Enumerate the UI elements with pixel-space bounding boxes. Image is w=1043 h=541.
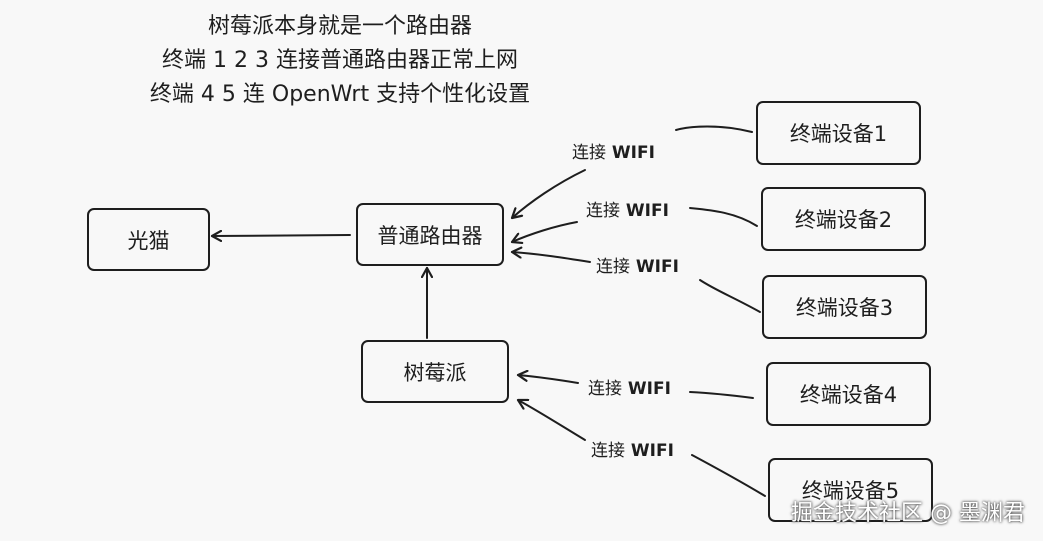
node-terminal-1-label: 终端设备1 xyxy=(789,122,888,146)
edge-t3-to-router-tail xyxy=(512,252,591,263)
description-line-1: 树莓派本身就是一个路由器 xyxy=(207,14,472,39)
edge-label-t2-zh: 连接 xyxy=(586,201,620,221)
watermark: 掘金技术社区 @ 墨渊君 xyxy=(791,501,1025,526)
node-router: 普通路由器 xyxy=(356,203,504,266)
edge-router-to-modem xyxy=(212,235,351,236)
description-line-2: 终端 1 2 3 连接普通路由器正常上网 xyxy=(162,48,518,73)
diagram-description: 树莓派本身就是一个路由器 终端 1 2 3 连接普通路由器正常上网 终端 4 5… xyxy=(100,10,580,112)
node-terminal-5: 终端设备5 xyxy=(768,458,933,522)
edge-label-t4-zh: 连接 xyxy=(588,379,622,399)
edge-label-t3-en: WIFI xyxy=(635,257,679,277)
node-modem-label: 光猫 xyxy=(127,228,170,253)
node-terminal-5-label: 终端设备5 xyxy=(801,479,900,503)
description-line-3: 终端 4 5 连 OpenWrt 支持个性化设置 xyxy=(149,82,531,107)
node-raspberry-pi: 树莓派 xyxy=(361,340,509,403)
edge-t1-to-router-tail xyxy=(512,169,586,218)
edge-t3-to-router xyxy=(699,279,761,313)
edge-t4-to-pi-tail xyxy=(518,375,579,384)
edge-label-t2: 连接 WIFI xyxy=(586,196,669,221)
edge-t5-to-pi-tail xyxy=(518,400,586,441)
node-terminal-3-label: 终端设备3 xyxy=(795,296,894,320)
edge-t4-to-pi xyxy=(689,391,754,399)
edge-label-t3: 连接 WIFI xyxy=(596,252,679,277)
edge-t1-to-router xyxy=(675,125,753,133)
node-terminal-2-label: 终端设备2 xyxy=(794,208,893,232)
edge-label-t5-zh: 连接 xyxy=(591,441,625,461)
node-terminal-4-label: 终端设备4 xyxy=(799,383,898,407)
node-terminal-3: 终端设备3 xyxy=(762,275,927,339)
edge-label-t4-en: WIFI xyxy=(627,379,671,399)
edge-t2-to-router-tail xyxy=(512,221,578,242)
edge-t2-to-router xyxy=(689,207,758,227)
edge-label-t3-zh: 连接 xyxy=(596,257,630,277)
node-terminal-2: 终端设备2 xyxy=(761,187,926,251)
node-router-label: 普通路由器 xyxy=(377,223,483,248)
edge-label-t1: 连接 WIFI xyxy=(572,138,655,163)
node-terminal-1: 终端设备1 xyxy=(756,101,921,165)
edge-label-t2-en: WIFI xyxy=(625,201,669,221)
edge-label-t4: 连接 WIFI xyxy=(588,374,671,399)
edge-label-t5: 连接 WIFI xyxy=(591,436,674,461)
edge-label-t1-zh: 连接 xyxy=(572,143,606,163)
node-modem: 光猫 xyxy=(87,208,210,271)
edge-label-t5-en: WIFI xyxy=(630,441,674,461)
node-raspberry-pi-label: 树莓派 xyxy=(403,360,467,385)
node-terminal-4: 终端设备4 xyxy=(766,362,931,426)
edge-label-t1-en: WIFI xyxy=(611,143,655,163)
edge-t5-to-pi xyxy=(691,454,766,497)
